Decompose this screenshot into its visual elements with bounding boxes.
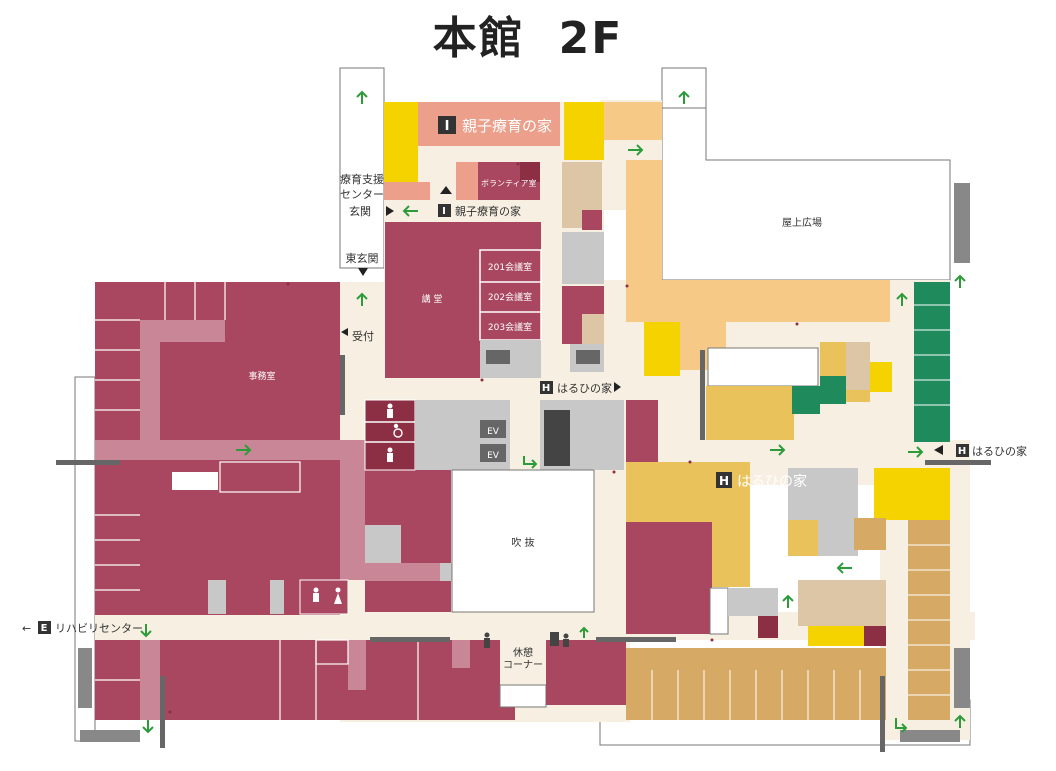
svg-text:I: I [445, 119, 450, 134]
okujo-label: 屋上広場 [782, 216, 822, 229]
kodo-area [385, 222, 604, 378]
badge-haruhi-corr: H [540, 381, 553, 394]
right-arrow-icon [236, 144, 924, 733]
badge-haruhi-right: H [956, 444, 969, 457]
haruhi-right-label: はるひの家 [972, 444, 1027, 458]
haruhi-area [626, 160, 950, 720]
ryoiku-label-3: 玄関 [349, 204, 371, 218]
vending-machine-icon [550, 632, 569, 647]
rehab-arrow: ← [22, 622, 31, 635]
ev-label-1: EV [487, 427, 500, 437]
kaigi203-label: 203会議室 [488, 321, 532, 333]
kaigi202-label: 202会議室 [488, 291, 532, 303]
floor-title: 本館 2F [0, 2, 1056, 66]
haruhi-corr-label: はるひの家 [557, 381, 612, 395]
kyukei-label-1: 休憩 [513, 646, 533, 659]
oyako-area [384, 102, 662, 230]
kodo-label: 講 堂 [422, 293, 443, 305]
svg-text:I: I [442, 206, 446, 217]
direction-triangles [341, 186, 943, 455]
building-name: 本館 [432, 13, 525, 64]
svg-text:H: H [542, 383, 550, 394]
room-markers [168, 162, 799, 714]
svg-text:H: H [719, 474, 729, 488]
down-arrow-icon [140, 624, 154, 734]
ryoiku-label-2: センター [340, 188, 384, 201]
jimushitsu-label: 事務室 [248, 370, 275, 382]
toilet-icon [313, 403, 393, 604]
volunteer-label: ボランティア室 [481, 178, 537, 188]
haruhi-big-label: はるひの家 [737, 473, 807, 490]
badge-rehab: E [38, 621, 51, 634]
higashi-label: 東玄関 [346, 251, 379, 265]
floor-number: 2F [558, 13, 624, 64]
oyako-big-label: 親子療育の家 [462, 117, 552, 135]
wheelchair-icon [393, 423, 403, 438]
up-arrow-icon [356, 90, 966, 728]
ryoiku-label-1: 療育支援 [340, 172, 384, 186]
rehab-label: リハビリセンター [55, 622, 143, 635]
badge-haruhi-big: H [716, 472, 732, 488]
office-area [95, 282, 452, 615]
svg-text:E: E [41, 623, 48, 634]
rest-person-icon [484, 632, 490, 648]
left-arrow-icon [402, 205, 852, 574]
fukinuke-label: 吹 抜 [511, 536, 534, 549]
kyukei-label-2: コーナー [503, 659, 543, 671]
oyako-small-label: 親子療育の家 [455, 204, 521, 218]
walls [56, 183, 991, 752]
svg-text:H: H [958, 446, 966, 457]
badge-oyako-big: I [438, 116, 456, 134]
uketsuke-label: 受付 [352, 330, 374, 343]
toilet-elevator-area [364, 399, 624, 613]
kaigi201-label: 201会議室 [488, 261, 532, 273]
badge-oyako-small: I [438, 204, 451, 217]
ev-label-2: EV [487, 451, 500, 461]
